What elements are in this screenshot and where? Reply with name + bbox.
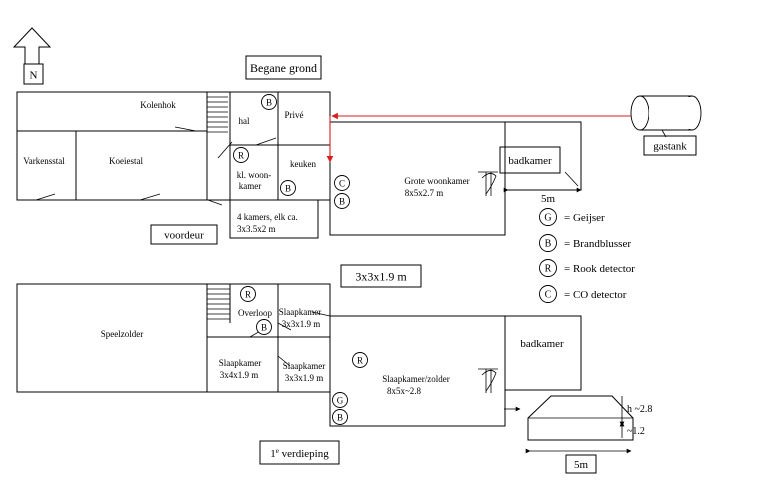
gas-line [326, 112, 632, 163]
svg-text:B: B [545, 239, 552, 250]
gastank-label-box [643, 135, 697, 156]
svg-text:R: R [238, 151, 244, 161]
koeiestal-label: Koeiestal [109, 156, 143, 166]
svg-text:G: G [337, 396, 344, 406]
slaapkamer-a-label-1: Slaapkamer [279, 307, 321, 317]
kamers-note-box [229, 199, 319, 239]
prive-label: Privé [285, 110, 304, 120]
legend: G = Geijser B = Brandblusser R = Rook de… [539, 208, 635, 303]
first-stairs [207, 288, 230, 320]
size-box: 3x3x1.9 m [340, 264, 422, 288]
profile-width-label: 5m [574, 459, 589, 471]
slaapkamer-zolder-label-2: 8x5x~2.8 [387, 386, 422, 396]
first-floor-title-text: 1e verdieping [270, 447, 329, 460]
barn-block [16, 91, 231, 201]
slaapkamer-c-label-2: 3x3x1.9 m [285, 373, 324, 383]
kolenhok-label: Kolenhok [140, 100, 176, 110]
roof-profile: h ~2.8 ~1.2 5m [525, 395, 652, 474]
first-badkamer [504, 315, 582, 391]
ground-badkamer-label-box [499, 146, 561, 174]
gastank-label: gastank [653, 141, 687, 153]
svg-text:= Brandblusser: = Brandblusser [564, 238, 631, 250]
ground-fire-extinguisher-woonkamer: B [334, 193, 350, 209]
profile-width-box [565, 454, 597, 474]
hal-label: hal [239, 116, 250, 126]
slaapkamer-c-label-1: Slaapkamer [283, 361, 325, 371]
gastank: gastank [630, 95, 702, 156]
first-floor-title: 1e verdieping [259, 440, 340, 465]
svg-text:B: B [285, 184, 291, 194]
ground-floor-plan: voordeur badkamer 5m Kolenhok Varkenssta… [16, 91, 582, 245]
first-badkamer-label: badkamer [520, 338, 564, 350]
ground-co-detector: C [334, 175, 350, 191]
ground-floor-title: Begane grond [245, 55, 322, 80]
first-geyser-pipe [478, 368, 498, 393]
badkamer-width-label: 5m [541, 193, 556, 205]
kl-woonkamer-label-2: kamer [239, 181, 262, 191]
ground-badkamer-label: badkamer [508, 155, 552, 167]
svg-text:= CO detector: = CO detector [564, 289, 627, 301]
ground-floor-title-box [245, 55, 322, 80]
svg-text:B: B [339, 197, 345, 207]
svg-text:C: C [339, 179, 345, 189]
first-fire-extinguisher-overloop: B [256, 319, 272, 335]
first-smoke-detector-zolder: R [352, 352, 368, 368]
north-arrow-shape [12, 27, 52, 65]
legend-item-rook-detector: R = Rook detector [539, 259, 635, 277]
voordeur-label: voordeur [164, 230, 204, 242]
ground-floor-title-text: Begane grond [250, 61, 317, 75]
north-arrow: N [12, 27, 52, 85]
svg-text:R: R [357, 356, 363, 366]
size-box-text: 3x3x1.9 m [355, 270, 407, 284]
svg-text:R: R [245, 290, 251, 300]
legend-item-brandblusser: B = Brandblusser [539, 234, 631, 252]
overloop-label: Overloop [238, 308, 272, 318]
profile-height-label: h ~2.8 [627, 404, 652, 415]
svg-text:= Rook detector: = Rook detector [564, 263, 635, 275]
legend-item-geijser: G = Geijser [539, 208, 605, 226]
legend-item-co-detector: C = CO detector [539, 285, 627, 303]
slaapkamer-zolder-label-1: Slaapkamer/zolder [382, 374, 449, 384]
profile-low-label: ~1.2 [627, 426, 645, 437]
svg-text:G: G [544, 213, 551, 224]
svg-text:R: R [545, 264, 552, 275]
svg-text:= Geijser: = Geijser [564, 212, 605, 224]
ground-fire-extinguisher-keuken: B [280, 180, 296, 196]
north-label: N [30, 70, 38, 82]
kl-woonkamer-label-1: kl. woon- [237, 170, 272, 180]
first-smoke-detector-overloop: R [240, 286, 256, 302]
slaapkamer-a-label-2: 3x3x1.9 m [282, 319, 321, 329]
varkensstal-label: Varkensstal [23, 156, 65, 166]
svg-text:B: B [337, 413, 343, 423]
slaapkamer-b-label-2: 3x4x1.9 m [220, 370, 259, 380]
svg-text:B: B [261, 323, 267, 333]
grote-woonkamer-label-1: Grote woonkamer [404, 176, 469, 186]
first-floor-title-box [259, 440, 340, 465]
kamers-note-2: 3x3.5x2 m [237, 224, 276, 234]
voordeur-box [150, 224, 218, 245]
ground-geyser-pipe [478, 171, 498, 196]
first-fire-extinguisher-zolder: B [332, 409, 348, 425]
keuken-label: keuken [290, 159, 316, 169]
kamers-note-1: 4 kamers, elk ca. [237, 212, 298, 222]
svg-text:C: C [545, 290, 552, 301]
ground-fire-extinguisher-hal: B [261, 94, 277, 110]
slaapkamer-zolder [329, 315, 506, 427]
first-floor-plan: Speelzolder Overloop Slaapkamer 3x3x1.9 … [16, 283, 582, 427]
svg-text:B: B [266, 98, 272, 108]
size-box-frame [340, 264, 422, 288]
slaapkamer-b-label-1: Slaapkamer [219, 358, 261, 368]
ground-stairs [207, 96, 228, 133]
north-box [23, 63, 44, 85]
grote-woonkamer-label-2: 8x5x2.7 m [405, 188, 444, 198]
first-geyser: G [332, 392, 348, 408]
speelzolder-label: Speelzolder [101, 329, 143, 339]
ground-smoke-detector: R [233, 147, 249, 163]
